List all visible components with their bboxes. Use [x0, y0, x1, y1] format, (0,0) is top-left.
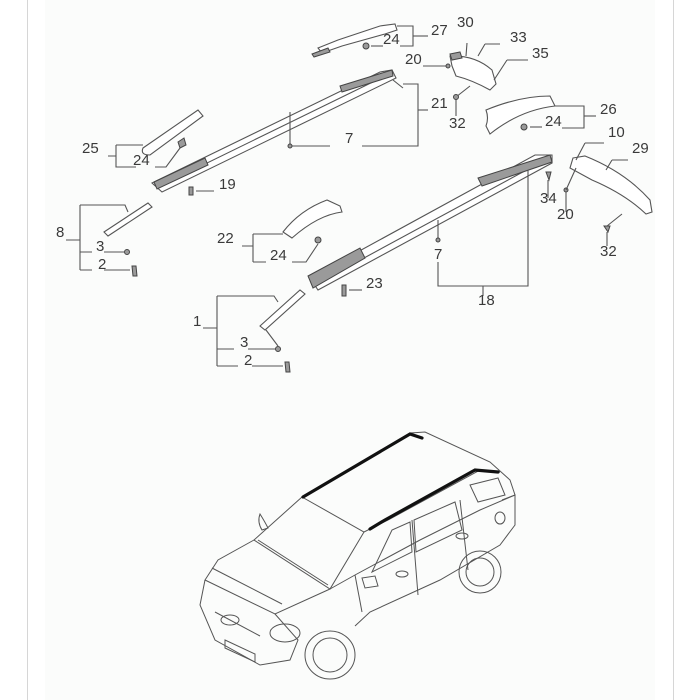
callout-25: 25	[82, 140, 99, 157]
part-27-rail-end-cover	[311, 23, 428, 58]
callout-1: 1	[193, 313, 202, 330]
part-19-bolt	[188, 186, 214, 196]
callout-35: 35	[532, 45, 549, 62]
callout-10: 10	[608, 124, 625, 141]
callout-22: 22	[217, 230, 234, 247]
part-25-front-cover	[108, 109, 204, 168]
part-26-rear-cover	[485, 95, 596, 135]
callout-18: 18	[478, 292, 495, 309]
callout-32: 32	[449, 115, 466, 132]
callout-24: 24	[270, 247, 287, 264]
callout-30: 30	[457, 14, 474, 31]
frame-border-right	[673, 0, 674, 700]
callout-32: 32	[600, 243, 617, 260]
part-1-rear-trim	[203, 289, 306, 373]
highlighted-right-roof-rail	[368, 468, 500, 531]
callout-20: 20	[557, 206, 574, 223]
callout-23: 23	[366, 275, 383, 292]
part-30-end-cap	[423, 42, 528, 116]
diagram-canvas	[45, 0, 655, 700]
callout-7: 7	[345, 130, 354, 147]
callout-8: 8	[56, 224, 65, 241]
callout-24: 24	[383, 31, 400, 48]
callout-29: 29	[632, 140, 649, 157]
vehicle-drawing	[199, 431, 516, 680]
callout-27: 27	[431, 22, 448, 39]
callout-20: 20	[405, 51, 422, 68]
part-21-left-roof-rail	[151, 69, 428, 193]
callout-19: 19	[219, 176, 236, 193]
callout-3: 3	[240, 334, 249, 351]
part-8-front-trim	[66, 202, 153, 277]
part-22-middle-cover	[242, 199, 343, 263]
callout-21: 21	[431, 95, 448, 112]
callout-26: 26	[600, 101, 617, 118]
highlighted-left-roof-rail	[301, 432, 424, 499]
frame-border-left	[27, 0, 28, 700]
part-18-right-roof-rail	[307, 154, 553, 296]
callout-7: 7	[434, 246, 443, 263]
callout-2: 2	[98, 256, 107, 273]
callout-24: 24	[545, 113, 562, 130]
callout-33: 33	[510, 29, 527, 46]
part-29-rear-end-cap	[563, 142, 653, 246]
callout-3: 3	[96, 238, 105, 255]
callout-2: 2	[244, 352, 253, 369]
part-23-bolt	[341, 284, 362, 297]
callout-24: 24	[133, 152, 150, 169]
part-34-bolt	[545, 171, 552, 198]
callout-34: 34	[540, 190, 557, 207]
